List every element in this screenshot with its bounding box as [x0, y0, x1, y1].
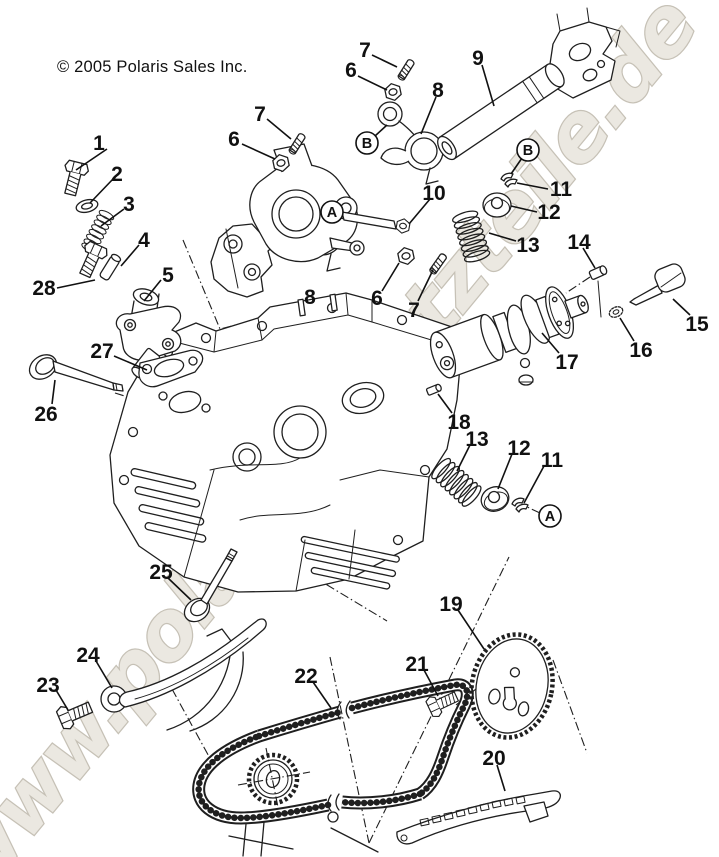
- callout-17: 17: [555, 351, 578, 374]
- valve-25-illustration: [183, 548, 238, 623]
- timing-chain-illustration: [199, 685, 468, 818]
- callout-6-mid: 6: [371, 287, 383, 310]
- copyright-notice: © 2005 Polaris Sales Inc.: [57, 58, 248, 76]
- callout-13-lower: 13: [465, 428, 488, 451]
- cam-bracket-illustration: [210, 223, 278, 298]
- callout-8-left: 8: [304, 286, 316, 309]
- leader-lines: [51, 54, 691, 792]
- reference-letter-a: A: [545, 509, 556, 525]
- plug-illustration: [518, 357, 534, 386]
- rocker-carrier-illustration: [249, 143, 412, 263]
- bolt-1-illustration: [57, 158, 91, 198]
- callout-4: 4: [138, 229, 150, 252]
- retainer-12b-illustration: [480, 486, 510, 512]
- callout-12-lower: 12: [507, 437, 530, 460]
- callout-19: 19: [439, 593, 462, 616]
- callout-2: 2: [111, 163, 123, 186]
- callout-6-upper: 6: [345, 59, 357, 82]
- reference-letter-a: A: [327, 205, 338, 221]
- valve-26-illustration: [28, 354, 124, 392]
- callout-23: 23: [36, 674, 59, 697]
- reference-letter-b: B: [523, 143, 533, 159]
- gasket-27-illustration: [138, 349, 204, 388]
- callout-10: 10: [422, 182, 445, 205]
- callout-7-mid: 7: [408, 299, 420, 322]
- callout-1: 1: [93, 132, 105, 155]
- callout-7-upper: 7: [359, 39, 371, 62]
- reference-marker-a-bottom: A: [538, 504, 562, 528]
- pin-18-illustration: [425, 383, 442, 396]
- crank-sprocket-illustration: [237, 747, 311, 813]
- callout-25: 25: [149, 561, 173, 584]
- bolt-15-illustration: [629, 263, 686, 306]
- chain-guide-24-illustration: [100, 618, 267, 713]
- callout-6-left: 6: [228, 128, 240, 151]
- rocker-arm-right-illustration: [377, 101, 444, 185]
- callout-5: 5: [162, 264, 174, 287]
- callout-14: 14: [567, 231, 591, 254]
- callout-18: 18: [447, 411, 471, 434]
- pin-4-illustration: [99, 253, 122, 281]
- reference-markers: A B B A: [320, 131, 562, 528]
- washer-2-illustration: [75, 198, 99, 214]
- retainer-12a-illustration: [482, 192, 512, 218]
- rocker-shaft-9-illustration: [437, 63, 565, 161]
- reference-letter-b: B: [362, 136, 372, 152]
- reference-marker-b-top: B: [355, 131, 379, 155]
- callout-13-upper: 13: [516, 234, 539, 257]
- callout-11-lower: 11: [541, 449, 564, 472]
- callout-15: 15: [685, 313, 709, 336]
- callout-7-left: 7: [254, 103, 266, 126]
- callout-9: 9: [472, 47, 484, 70]
- camshaft-illustration: [429, 286, 589, 379]
- callout-24: 24: [76, 644, 100, 667]
- callout-22: 22: [294, 665, 317, 688]
- callout-27: 27: [90, 340, 113, 363]
- callout-28: 28: [32, 277, 56, 300]
- callout-16: 16: [629, 339, 652, 362]
- reference-marker-a-left: A: [320, 200, 344, 224]
- callout-12-upper: 12: [537, 201, 560, 224]
- cam-sprocket-illustration: [469, 632, 555, 740]
- adjuster-screw-7b-illustration: [396, 57, 416, 82]
- chain-guide-20-illustration: [396, 790, 561, 845]
- adjuster-nut-6b-illustration: [383, 81, 403, 103]
- callouts: 1 2 3 4 5 28 27 26 25 24 23 22 21 19 20 …: [32, 39, 709, 770]
- pin-14-illustration: [588, 265, 608, 280]
- callout-21: 21: [405, 653, 429, 676]
- reference-marker-b-right: B: [516, 138, 540, 162]
- callout-20: 20: [482, 747, 505, 770]
- callout-8-upper: 8: [432, 79, 444, 102]
- washer-16-illustration: [608, 306, 624, 318]
- callout-11-upper: 11: [550, 178, 573, 201]
- callout-26: 26: [34, 403, 57, 426]
- callout-3: 3: [123, 193, 135, 216]
